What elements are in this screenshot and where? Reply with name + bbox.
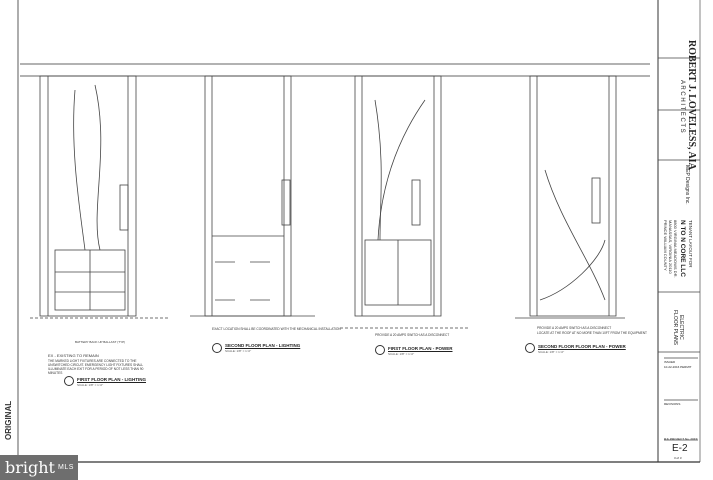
sheet-title-2: FLOOR PLANS (672, 310, 678, 346)
project-addr1: 8800 VIRGINIA MEADOWS DR. (673, 220, 678, 278)
plan-outlines (30, 57, 700, 441)
firm-sub: A R C H I T E C T S (679, 80, 685, 133)
plan3-note: PROVIDE A 20 AMPS SWITCH AS A DISCONNECT (375, 333, 450, 337)
revisions-label: REVISIONS (664, 402, 681, 406)
project-name: N TO N CORE LLC (679, 220, 686, 277)
plan1-label: BATTERY BACK UP BALLAST (TYP) (75, 340, 126, 344)
plan3-title: FIRST FLOOR PLAN - POWER (388, 346, 453, 351)
issue-row: 10-22-2016 PERMIT (664, 365, 692, 369)
plan1-note: THE MARKED LIGHT FIXTURES ARE CONNECTED … (48, 359, 144, 375)
plan4-scale: SCALE: 1/8" = 1'-0" (538, 350, 565, 354)
project-number: RJL PROJECT No. 20XX (664, 437, 698, 441)
issue-label: ISSUED (664, 360, 676, 364)
sheet-title-1: ELECTRIC (678, 315, 684, 340)
plan1-note2: EX - EXISTING TO REMAIN (48, 353, 99, 358)
project-label: TENANT LAYOUT FOR (688, 220, 693, 268)
bright-mls-watermark: bright MLS (0, 455, 78, 480)
project-addr3: PRINCE WILLIAM COUNTY (663, 220, 668, 271)
original-stamp: ORIGINAL (4, 400, 13, 440)
plan3-marker (375, 345, 385, 355)
watermark-suffix: MLS (57, 464, 74, 471)
watermark-brand: bright (5, 458, 55, 477)
sheet-of: 3 of 3 (674, 456, 682, 460)
plan2-title: SECOND FLOOR PLAN - LIGHTING (225, 343, 301, 348)
plan3-scale: SCALE: 1/8" = 1'-0" (388, 352, 415, 356)
plan4-note2: LOCATE AT THE ROOF AT NO MORE THAN 10FT … (537, 331, 647, 335)
plan1-marker (64, 376, 74, 386)
plan1-scale: SCALE: 1/8" = 1'-0" (77, 383, 104, 387)
plan4-note: PROVIDE A 20 AMPS SWITCH AS A DISCONNECT (537, 326, 612, 330)
plan1-title: FIRST FLOOR PLAN - LIGHTING (77, 377, 146, 382)
project-addr2: MANASSAS, VIRGINIA 20110 (668, 220, 673, 274)
plan2-marker (212, 343, 222, 353)
plan2-note: EXACT LOCATION SHALL BE COORDINATED WITH… (212, 327, 341, 331)
sheet-number: E-2 (672, 443, 688, 454)
plan2-scale: SCALE: 1/8" = 1'-0" (225, 349, 252, 353)
consultant: MEP Designs Inc. (684, 165, 690, 205)
plan4-marker (525, 343, 535, 353)
plan4-title: SECOND FLOOR FLOOR PLAN - POWER (538, 344, 626, 349)
firm-name: ROBERT J. LOVELESS, AIA (686, 40, 697, 170)
